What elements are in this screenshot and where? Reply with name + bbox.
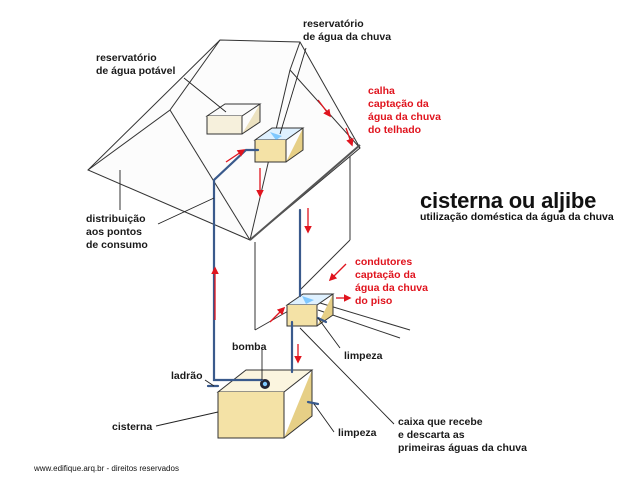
pipes xyxy=(206,148,328,406)
rainwater-tank xyxy=(253,127,305,163)
leader-lines xyxy=(155,47,395,433)
potable-water-tank xyxy=(205,103,262,135)
credit-text: www.edifique.arq.br - direitos reservado… xyxy=(34,464,179,473)
label-caixa: caixa que recebe e descarta as primeiras… xyxy=(398,416,527,454)
pump xyxy=(260,379,270,389)
label-ladrao: ladrão xyxy=(171,370,203,382)
label-calha: calha captação da água da chuva do telha… xyxy=(368,85,441,136)
flow-arrows xyxy=(211,99,354,364)
label-limpeza-caixa: limpeza xyxy=(344,350,383,362)
label-limpeza-cisterna: limpeza xyxy=(338,427,377,439)
diagram-title: cisterna ou aljibe xyxy=(420,188,597,213)
label-condutores: condutores captação da água da chuva do … xyxy=(355,256,428,307)
label-bomba: bomba xyxy=(232,341,267,353)
label-cisterna: cisterna xyxy=(112,421,153,433)
label-reservatorio-chuva: reservatório de água da chuva xyxy=(303,18,392,43)
diagram-subtitle: utilização doméstica da água da chuva xyxy=(420,211,614,223)
label-reservatorio-potavel: reservatório de água potável xyxy=(96,52,176,77)
label-distribuicao: distribuição aos pontos de consumo xyxy=(86,213,148,251)
first-flush-box xyxy=(285,293,335,327)
